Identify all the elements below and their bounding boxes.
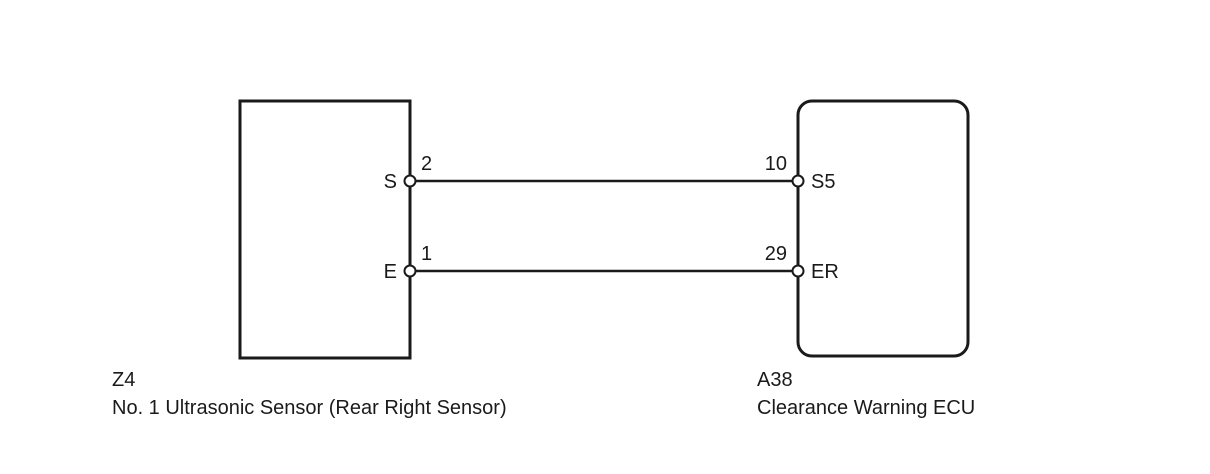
ecu-terminal-s5-connector (791, 174, 805, 188)
sensor-terminal-e-label: E (384, 261, 397, 283)
sensor-box (238, 99, 412, 360)
ecu-pin-number-s5: 10 (765, 153, 787, 175)
ecu-terminal-er-connector (791, 264, 805, 278)
sensor-terminal-s-label: S (384, 171, 397, 193)
ecu-box (796, 99, 970, 358)
sensor-pin-number-e: 1 (421, 243, 432, 265)
ecu-connector-code: A38 (757, 369, 793, 391)
sensor-pin-number-s: 2 (421, 153, 432, 175)
ecu-component-name: Clearance Warning ECU (757, 397, 975, 419)
sensor-terminal-s-connector (403, 174, 417, 188)
sensor-connector-code: Z4 (112, 369, 135, 391)
ecu-terminal-er-label: ER (811, 261, 839, 283)
sensor-terminal-e-connector (403, 264, 417, 278)
ecu-pin-number-er: 29 (765, 243, 787, 265)
ecu-terminal-s5-label: S5 (811, 171, 835, 193)
sensor-component-name: No. 1 Ultrasonic Sensor (Rear Right Sens… (112, 397, 507, 419)
